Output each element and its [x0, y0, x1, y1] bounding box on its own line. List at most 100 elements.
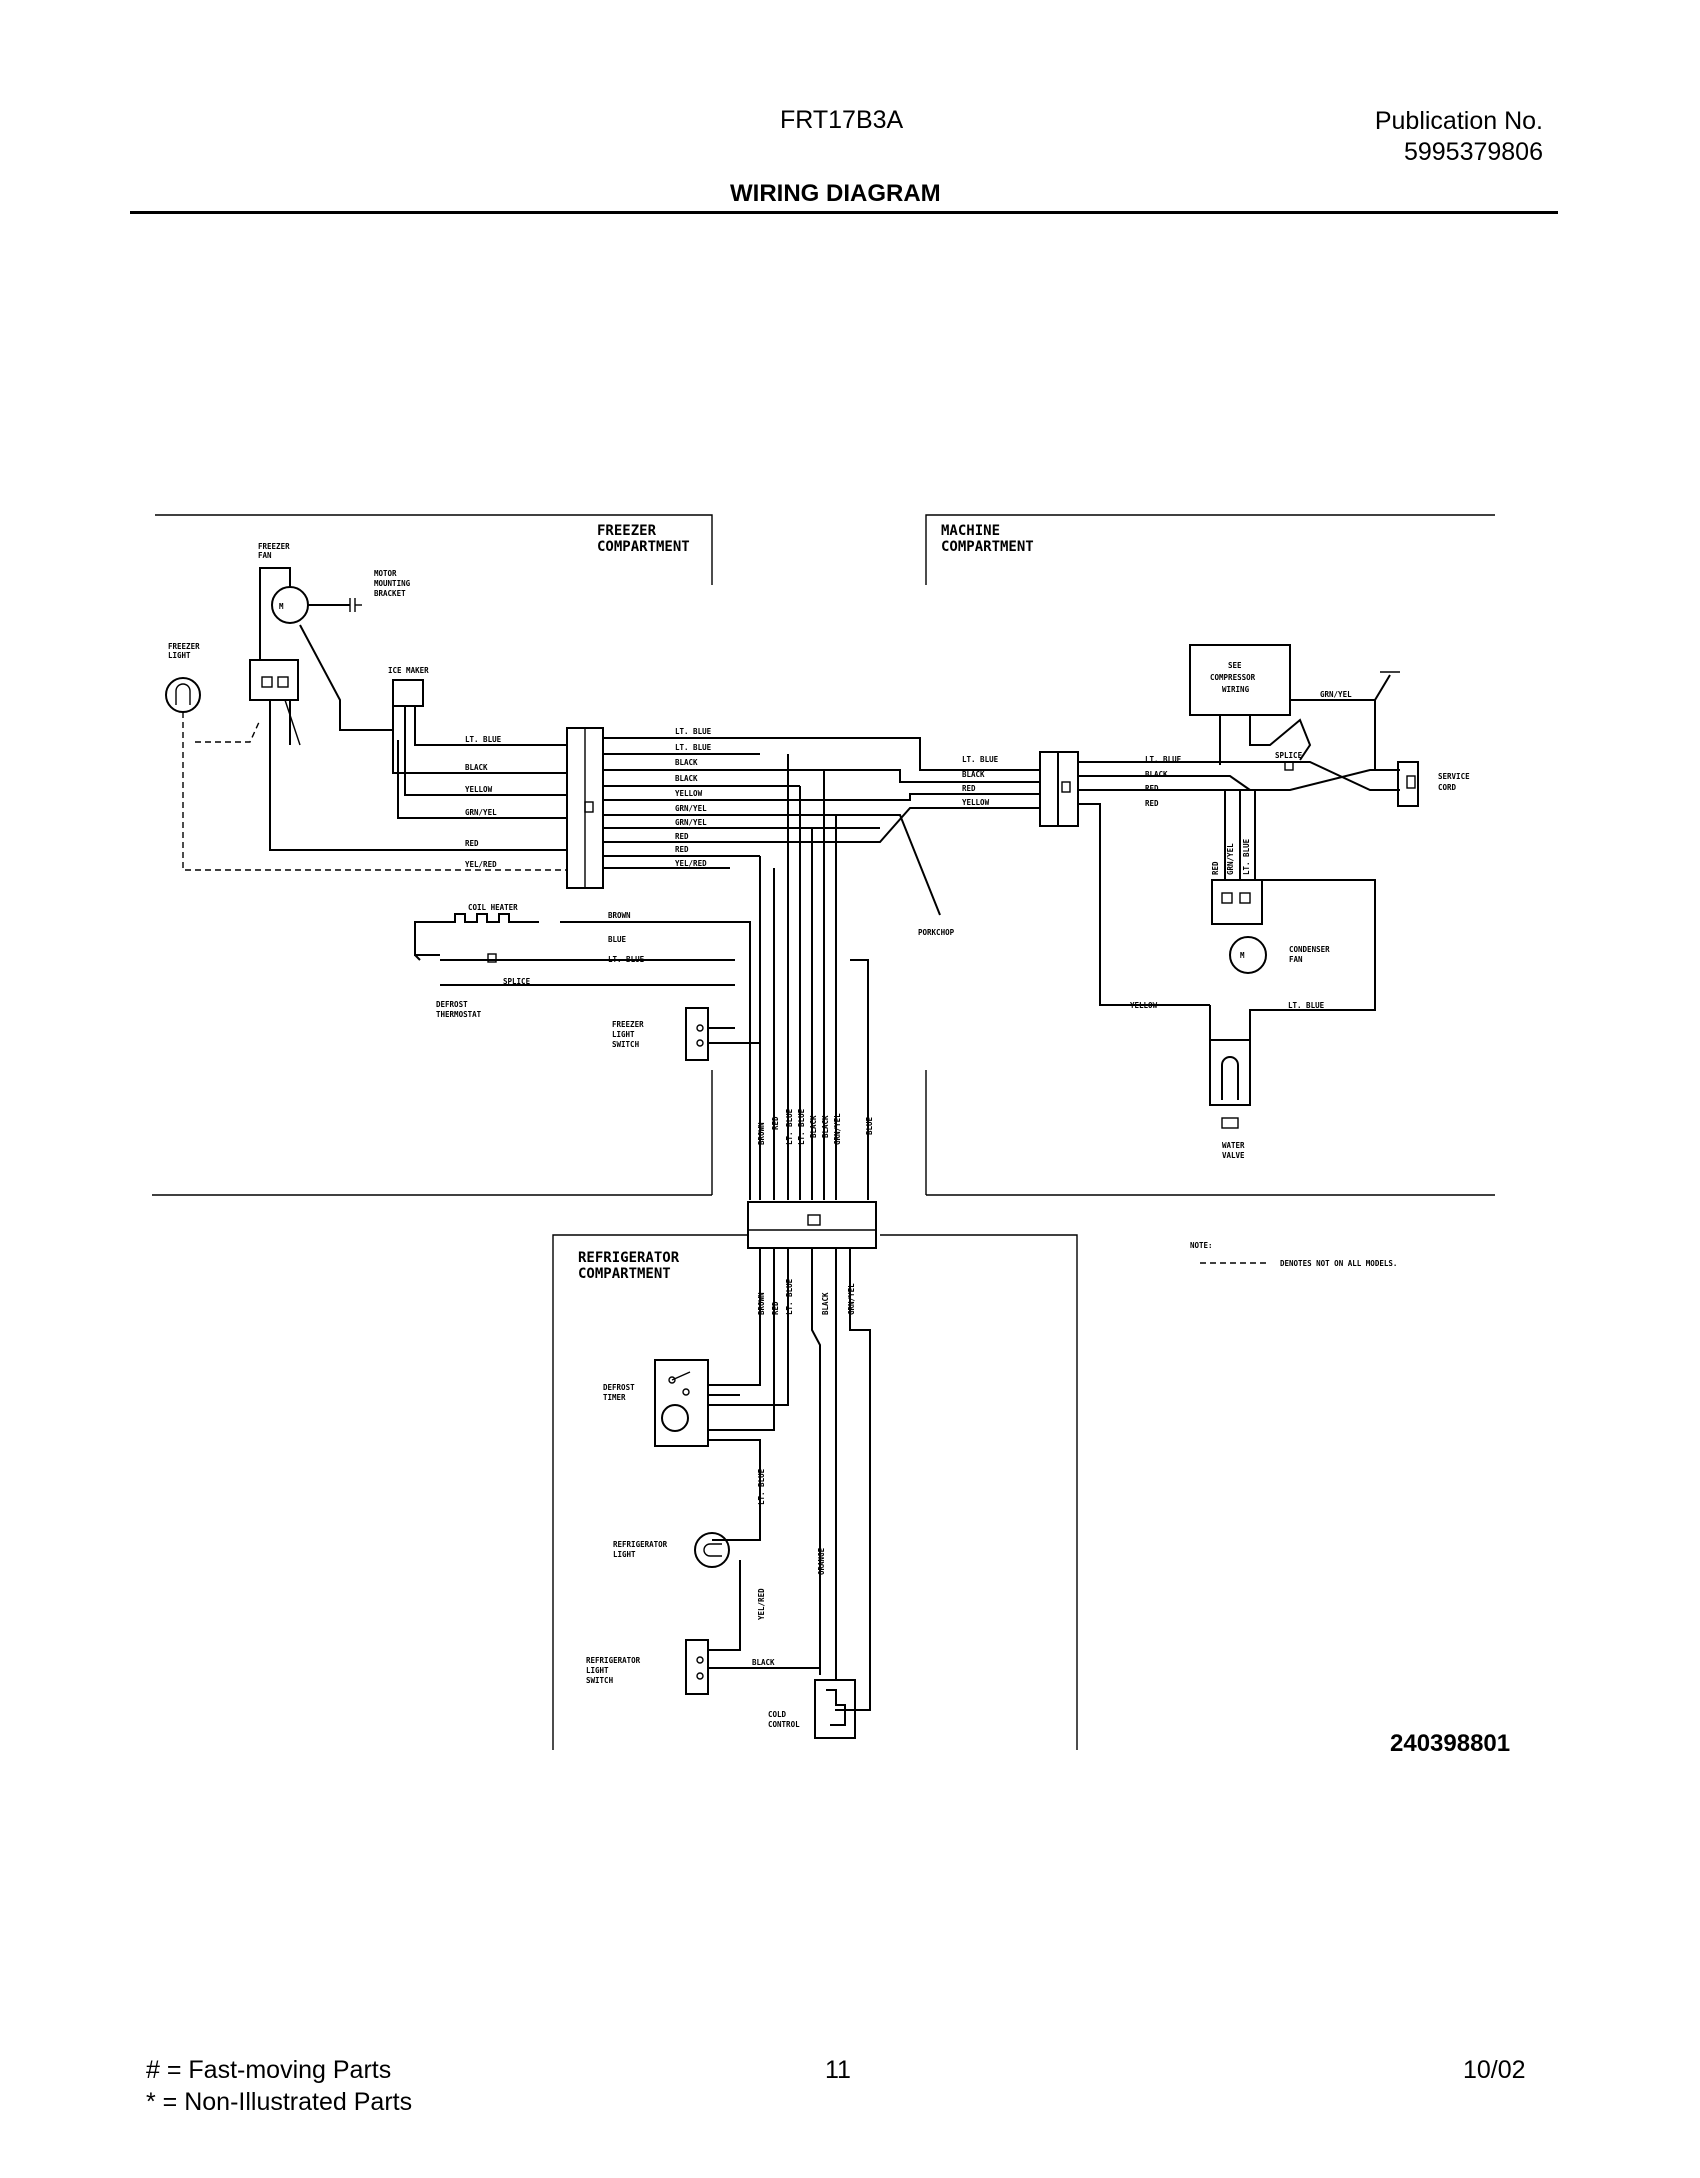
freezer-light-switch: FREEZER LIGHT SWITCH [612, 1007, 760, 1061]
refrigerator-light: REFRIGERATOR LIGHT [613, 1532, 730, 1568]
wire-label: RED [771, 1116, 780, 1130]
wire-label: GRN/YEL [1226, 843, 1235, 875]
svg-text:DENOTES NOT ON ALL MODELS.: DENOTES NOT ON ALL MODELS. [1280, 1259, 1397, 1268]
machine-connector: LT. BLUE BLACK RED YELLOW [962, 751, 1079, 827]
svg-text:NOTE:: NOTE: [1190, 1241, 1213, 1250]
svg-text:FAN: FAN [258, 551, 272, 560]
svg-text:SEE: SEE [1228, 661, 1242, 670]
svg-text:M: M [1240, 951, 1245, 960]
wire-label: BLUE [608, 935, 627, 944]
freezer-light-label: FREEZER [168, 642, 200, 651]
wire-label: BLACK [821, 1115, 830, 1138]
refrigerator-light-switch: REFRIGERATOR LIGHT SWITCH [586, 1639, 709, 1695]
ice-maker: ICE MAKER [388, 666, 429, 707]
condenser-fan: M CONDENSER FAN YELLOW LT. BLUE RED GRN/… [1130, 790, 1376, 1040]
freezer-fan: M FREEZER FAN MOTOR MOUNTING BRACKET [258, 542, 411, 624]
wire-label: BLACK [675, 774, 698, 783]
refrigerator-light-label: REFRIGERATOR [613, 1540, 668, 1549]
wire-label: GRN/YEL [1320, 690, 1352, 699]
refrigerator-light-switch-label: REFRIGERATOR [586, 1656, 641, 1665]
harness-bundle: BROWN RED LT. BLUE LT. BLUE BLACK BLACK … [735, 754, 877, 1249]
wire-label: YEL/RED [675, 859, 707, 868]
svg-text:LIGHT: LIGHT [613, 1550, 636, 1559]
svg-text:COMPARTMENT: COMPARTMENT [941, 539, 1034, 555]
wire-label: GRN/YEL [833, 1113, 842, 1145]
wire-label: RED [465, 839, 479, 848]
coil-heater: COIL HEATER SPLICE DEFROST THERMOSTAT BR… [414, 903, 735, 1019]
wire-label: YELLOW [465, 785, 493, 794]
porkchop-label: PORKCHOP [918, 928, 955, 937]
wire-label: ORANGE [817, 1547, 826, 1575]
wire-label: LT. BLUE [465, 735, 502, 744]
wire-label: RED [1211, 861, 1220, 875]
svg-text:SWITCH: SWITCH [612, 1040, 640, 1049]
svg-text:LIGHT: LIGHT [612, 1030, 635, 1039]
wire-label: BROWN [757, 1292, 766, 1315]
wire-label: YEL/RED [757, 1588, 766, 1620]
wire-label: LT. BLUE [785, 1278, 794, 1315]
coil-heater-label: COIL HEATER [468, 903, 518, 912]
svg-text:FREEZER: FREEZER [597, 523, 657, 539]
wire-label: LT. BLUE [1145, 755, 1182, 764]
wire-label: YELLOW [1130, 1001, 1158, 1010]
splice-freezer-label: SPLICE [503, 977, 531, 986]
splice-machine-label: SPLICE [1275, 751, 1303, 760]
wire-label: BLACK [962, 770, 985, 779]
wire-label: LT. BLUE [1242, 838, 1251, 875]
wire-label: LT. BLUE [675, 743, 712, 752]
publication-label: Publication No. [1374, 107, 1543, 135]
svg-text:MACHINE: MACHINE [941, 523, 1000, 539]
document-number: 240398801 [1390, 1730, 1511, 1757]
water-valve: WATER VALVE [1209, 1039, 1251, 1160]
svg-text:CORD: CORD [1438, 783, 1457, 792]
wire-label: BLACK [809, 1115, 818, 1138]
wire-label: LT. BLUE [1288, 1001, 1325, 1010]
freezer-to-machine-wires: LT. BLUE LT. BLUE BLACK BLACK YELLOW GRN… [603, 727, 1040, 937]
legend-non-illustrated: * = Non-Illustrated Parts [146, 2088, 413, 2116]
wire-label: LT. BLUE [757, 1468, 766, 1505]
water-valve-label: WATER [1222, 1141, 1245, 1150]
defrost-thermostat-label: DEFROST [436, 1000, 468, 1009]
svg-text:LIGHT: LIGHT [168, 651, 191, 660]
publication-number: 5995379806 [1403, 138, 1543, 166]
ice-maker-label: ICE MAKER [388, 666, 429, 675]
wire-label: LT. BLUE [785, 1108, 794, 1145]
section-freezer-label: FREEZER COMPARTMENT [597, 523, 690, 555]
wire-label: YEL/RED [465, 860, 497, 869]
svg-text:SWITCH: SWITCH [586, 1676, 614, 1685]
cold-control: COLD CONTROL [768, 1679, 856, 1739]
section-refrigerator-label: REFRIGERATOR COMPARTMENT [578, 1250, 680, 1282]
wire-label: YELLOW [962, 798, 990, 807]
svg-text:COMPARTMENT: COMPARTMENT [578, 1266, 671, 1282]
wire-label: BLACK [821, 1292, 830, 1315]
wire-label: RED [962, 784, 976, 793]
freezer-fan-label: FREEZER [258, 542, 290, 551]
motor-bracket-label: MOTOR [374, 569, 397, 578]
wire-label: GRN/YEL [675, 818, 707, 827]
svg-text:LIGHT: LIGHT [586, 1666, 609, 1675]
svg-text:WIRING: WIRING [1222, 685, 1250, 694]
svg-text:MOUNTING: MOUNTING [374, 579, 411, 588]
wire-label: RED [1145, 784, 1159, 793]
wire-label: LT. BLUE [675, 727, 712, 736]
freezer-connector-left [566, 727, 604, 889]
svg-text:REFRIGERATOR: REFRIGERATOR [578, 1250, 680, 1266]
freezer-light-switch-label: FREEZER [612, 1020, 644, 1029]
wire-label: BLACK [465, 763, 488, 772]
cold-control-label: COLD [768, 1710, 787, 1719]
page-number: 11 [825, 2056, 851, 2084]
wire-label: GRN/YEL [675, 804, 707, 813]
freezer-light: FREEZER LIGHT [165, 642, 201, 713]
wire-label: BLUE [865, 1116, 874, 1135]
service-cord: SPLICE SERVICE CORD [1275, 700, 1470, 807]
condenser-fan-label: CONDENSER [1289, 945, 1330, 954]
wire-label: LT. BLUE [962, 755, 999, 764]
svg-text:COMPARTMENT: COMPARTMENT [597, 539, 690, 555]
publication-info: Publication No. 5995379806 [1375, 106, 1543, 168]
compartment-borders [152, 514, 1495, 1750]
svg-text:CONTROL: CONTROL [768, 1720, 800, 1729]
publication-date: 10/02 [1463, 2056, 1526, 2084]
wire-label: BLACK [675, 758, 698, 767]
wire-label: LT. BLUE [797, 1108, 806, 1145]
svg-text:THERMOSTAT: THERMOSTAT [436, 1010, 482, 1019]
